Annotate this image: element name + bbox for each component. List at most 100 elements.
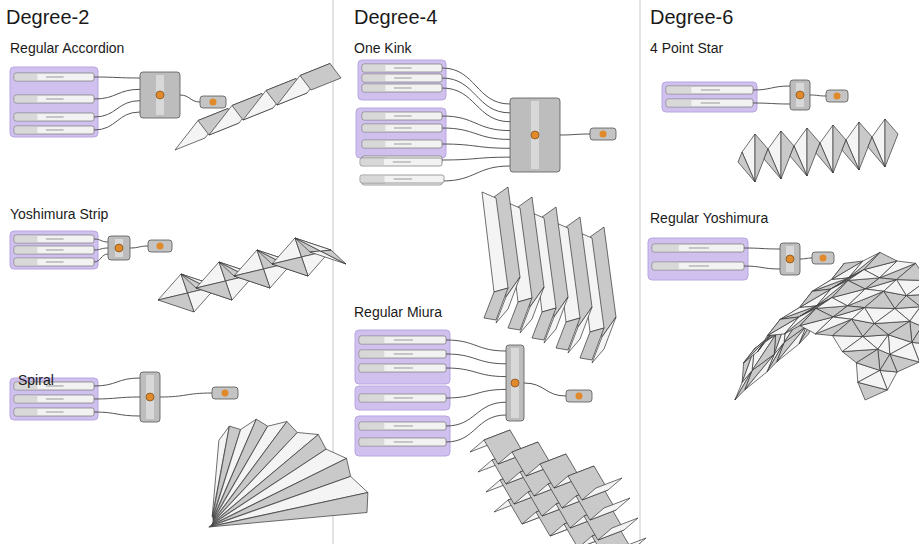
wire (442, 128, 510, 139)
fold-panel (764, 149, 781, 179)
slider-value (46, 250, 64, 251)
component-icon (511, 379, 519, 387)
slider-value (394, 68, 412, 69)
component-group (356, 108, 446, 158)
fold-panel (884, 280, 907, 296)
slider-label (360, 365, 384, 371)
output-component (200, 96, 226, 108)
fold-panel (556, 318, 580, 350)
fold-panel (880, 354, 897, 372)
component-body (146, 375, 154, 419)
slider-label (15, 247, 37, 253)
model-title: 4 Point Star (650, 40, 723, 56)
slider-label (15, 409, 37, 415)
slider-value (394, 116, 412, 117)
wire (442, 78, 510, 113)
slider-label (653, 245, 679, 251)
wire (442, 68, 510, 104)
model-title: Regular Accordion (10, 40, 124, 56)
fold-panel (897, 263, 919, 280)
slider-label (361, 176, 385, 182)
wire (94, 397, 140, 399)
number-slider (359, 364, 446, 372)
wire (560, 134, 590, 135)
slider-value (46, 117, 64, 118)
section-heading: Degree-6 (650, 6, 733, 29)
fold-panel (856, 349, 880, 370)
wire (744, 248, 780, 249)
fold-panel (484, 288, 508, 320)
component-box (140, 72, 180, 118)
slider-value (394, 78, 412, 79)
slider-label (363, 75, 385, 81)
component-group (10, 231, 98, 269)
number-slider (14, 258, 94, 266)
slider-value (394, 442, 413, 443)
slider-label (363, 85, 385, 91)
model-title: Regular Miura (354, 304, 442, 320)
slider-label (15, 96, 37, 102)
fold-panel (310, 251, 346, 264)
number-slider (362, 112, 442, 120)
wire (446, 354, 506, 364)
fold-panel (532, 308, 556, 340)
fold-panel (852, 308, 875, 324)
slider-value (46, 412, 64, 413)
slider-label (361, 159, 384, 165)
fold-panel (598, 518, 638, 540)
output-component (212, 387, 238, 399)
wire (180, 95, 200, 102)
component-icon (156, 91, 164, 99)
fold-panel (234, 269, 270, 288)
wire (524, 383, 566, 396)
component-box (140, 372, 160, 422)
fold-panel (890, 342, 919, 362)
component-body (531, 101, 539, 169)
fold-panel (196, 281, 232, 300)
slider-value (46, 399, 64, 400)
component-box (780, 243, 800, 275)
wire (94, 89, 140, 99)
section-heading: Degree-4 (354, 6, 437, 29)
fold-panel (848, 270, 880, 281)
slider-label (15, 396, 37, 402)
number-slider (362, 140, 442, 148)
wire (744, 266, 780, 269)
model-title: Yoshimura Strip (10, 206, 108, 222)
model-title: Spiral (18, 372, 54, 388)
number-slider (14, 95, 94, 103)
number-slider (14, 395, 94, 403)
slider-value (394, 144, 412, 145)
slider-value (701, 103, 720, 104)
fold-panel (833, 319, 863, 336)
slider-value (46, 77, 64, 78)
fold-panel (910, 307, 919, 327)
wire (94, 239, 108, 242)
model-title: Regular Yoshimura (650, 210, 768, 226)
output-icon (210, 99, 217, 106)
output-icon (600, 131, 607, 138)
wire (94, 248, 108, 250)
wire (446, 389, 506, 398)
number-slider (362, 124, 442, 132)
slider-label (15, 114, 37, 120)
slider-label (360, 395, 384, 401)
number-slider (360, 175, 444, 183)
slider-value (689, 266, 709, 267)
number-slider (14, 73, 94, 81)
wire (446, 402, 506, 426)
fold-panel (878, 335, 890, 355)
fold-panel (868, 137, 885, 167)
component-group (662, 82, 757, 112)
fold-panel (590, 498, 630, 520)
slider-label (360, 351, 384, 357)
number-slider (652, 262, 744, 270)
output-icon (834, 93, 841, 100)
wire (94, 101, 140, 117)
fold-panel (842, 337, 878, 352)
output-component (566, 390, 592, 402)
wire (442, 157, 510, 160)
fold-panel (738, 152, 755, 182)
grasshopper-definitions (10, 60, 848, 456)
